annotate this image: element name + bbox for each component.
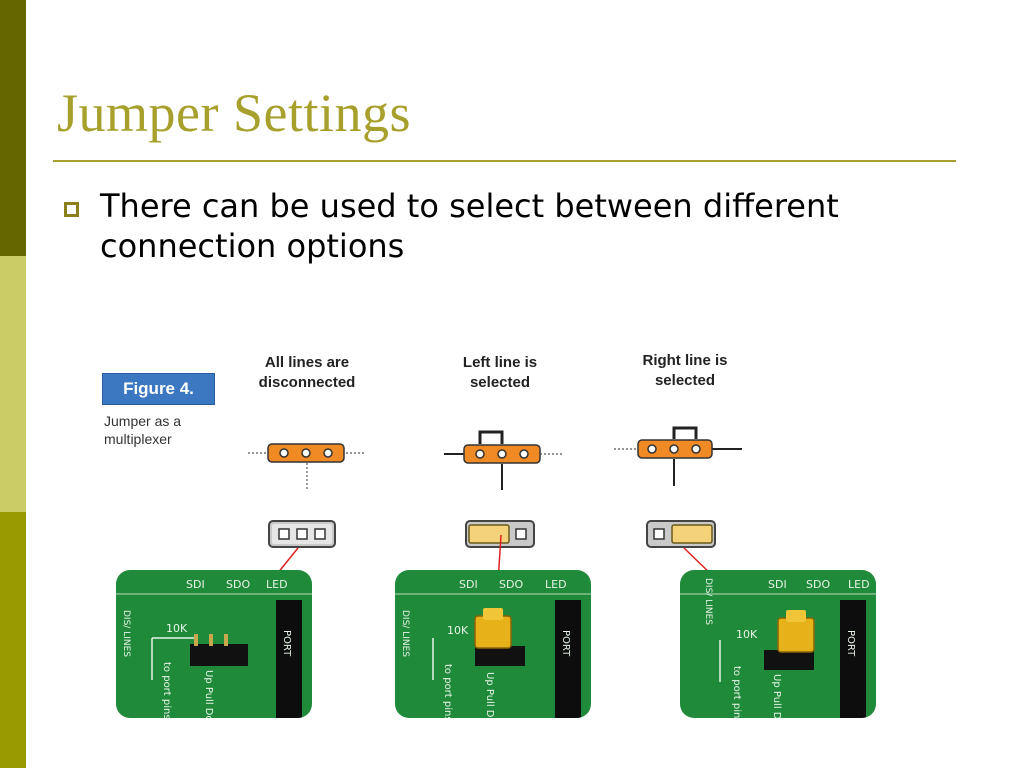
svg-text:LED: LED [848, 578, 870, 591]
bullet-square-icon [64, 202, 79, 217]
svg-text:SDI: SDI [459, 578, 478, 591]
svg-text:PORT: PORT [845, 630, 856, 657]
state-caption-left: Left line is selected [462, 354, 538, 391]
side-strip-light [0, 256, 26, 512]
svg-text:10K: 10K [447, 624, 469, 637]
svg-text:Up Pull Doun: Up Pull Doun [203, 670, 214, 718]
pcb-photo-right: SDI SDO LED DIS/ LINES 10K to port pins … [680, 570, 876, 718]
side-strip-dark [0, 0, 26, 256]
title-underline [53, 160, 956, 162]
pcb-photo-open: SDI SDO LED DIS/ LINES 10K to port pins … [116, 570, 312, 718]
svg-text:10K: 10K [166, 622, 188, 635]
svg-text:SDO: SDO [499, 578, 523, 591]
svg-text:DIS/ LINES: DIS/ LINES [703, 578, 713, 625]
slide-title: Jumper Settings [57, 83, 411, 143]
svg-text:10K: 10K [736, 628, 758, 641]
svg-text:DIS/ LINES: DIS/ LINES [400, 610, 410, 657]
bullet-text: There can be used to select between diff… [100, 187, 839, 265]
svg-text:LED: LED [266, 578, 288, 591]
svg-text:PORT: PORT [281, 630, 292, 657]
svg-text:PORT: PORT [560, 630, 571, 657]
jumper-header-open-icon [268, 520, 336, 548]
svg-text:SDI: SDI [768, 578, 787, 591]
svg-text:SDI: SDI [186, 578, 205, 591]
state-caption-disconnected: All lines are disconnected [258, 354, 356, 391]
jumper-header-left-icon [465, 520, 535, 548]
jumper-schematic-disconnected [248, 443, 366, 490]
svg-text:to port pins: to port pins [161, 662, 172, 718]
state-caption-right: Right line is selected [642, 352, 728, 389]
svg-text:Up Pull Doun: Up Pull Doun [771, 674, 782, 718]
svg-text:DIS/ LINES: DIS/ LINES [121, 610, 131, 657]
svg-text:SDO: SDO [806, 578, 830, 591]
jumper-schematic-right [614, 426, 742, 486]
svg-text:SDO: SDO [226, 578, 250, 591]
svg-text:to port pins: to port pins [442, 664, 453, 718]
jumper-header-right-icon [646, 520, 716, 548]
jumper-schematic-left [444, 430, 562, 490]
svg-text:LED: LED [545, 578, 567, 591]
svg-text:to port pins: to port pins [731, 666, 742, 718]
figure-label: Figure 4. [102, 373, 215, 405]
figure-caption: Jumper as a multiplexer [104, 413, 182, 447]
pcb-photo-left: SDI SDO LED DIS/ LINES 10K to port pins … [395, 570, 591, 718]
svg-text:Up Pull Doun: Up Pull Doun [484, 672, 495, 718]
side-strip-olive [0, 512, 26, 768]
